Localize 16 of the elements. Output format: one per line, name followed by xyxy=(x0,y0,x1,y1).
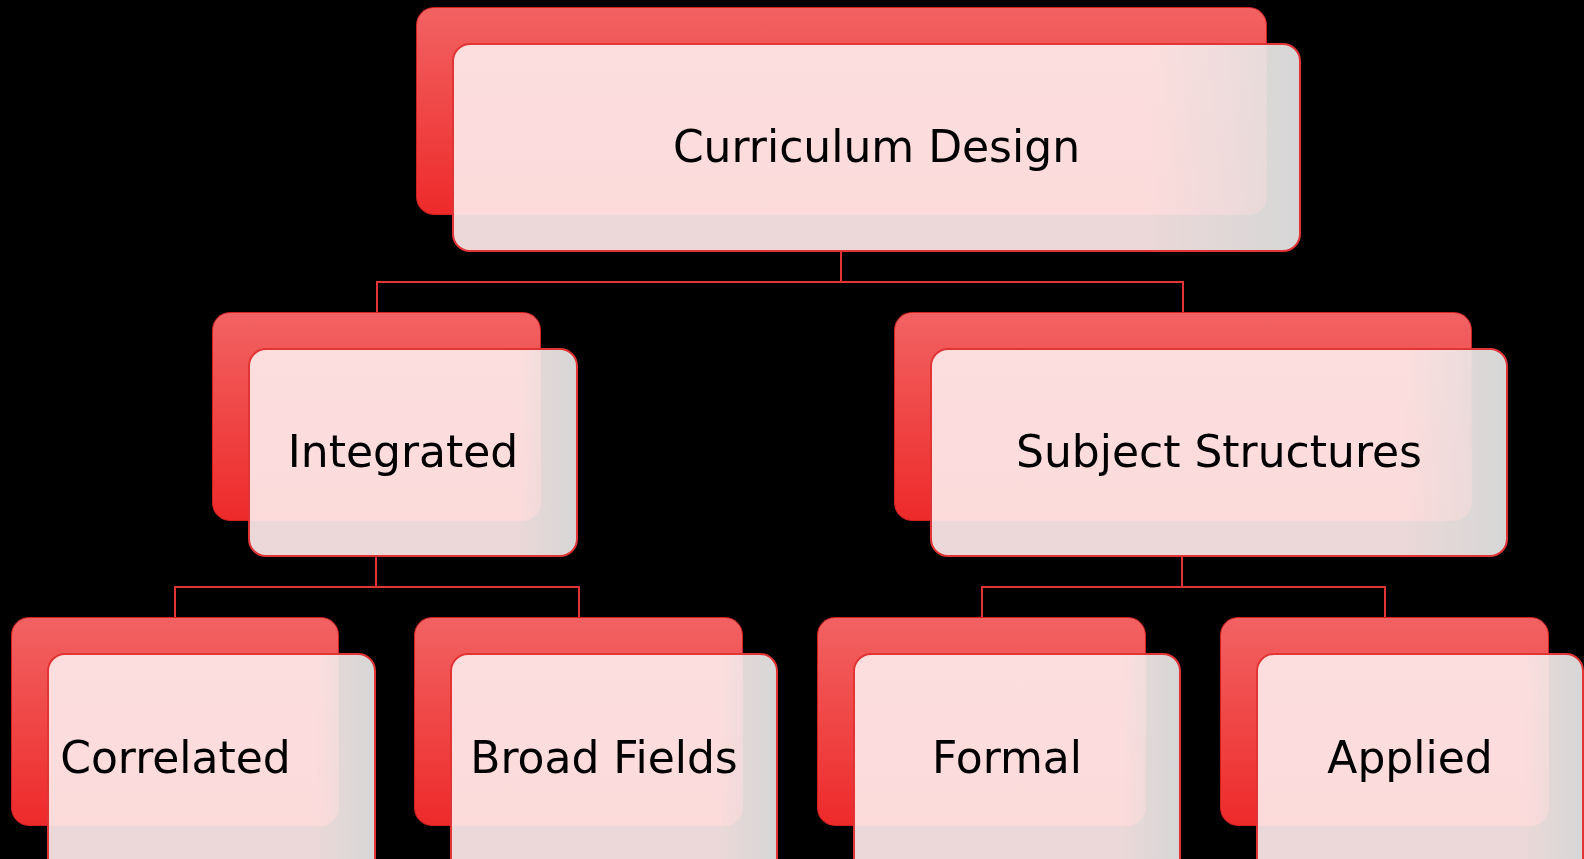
node-label: Subject Structures xyxy=(1014,427,1424,478)
card-stack xyxy=(817,617,1181,859)
card-stack xyxy=(894,312,1508,557)
node-label: Formal xyxy=(931,732,1083,784)
card-stack xyxy=(11,617,376,859)
connector-line xyxy=(1181,556,1386,618)
card-stack xyxy=(416,7,1301,252)
card-stack xyxy=(1220,617,1584,859)
node-label: Applied xyxy=(1326,732,1494,784)
node-label: Correlated xyxy=(59,732,292,784)
card-stack xyxy=(414,617,778,859)
node-label: Integrated xyxy=(286,427,520,478)
node-label: Broad Fields xyxy=(469,732,739,784)
node-label: Curriculum Design xyxy=(671,122,1082,173)
card-stack xyxy=(212,312,578,557)
connector-line xyxy=(375,556,580,618)
